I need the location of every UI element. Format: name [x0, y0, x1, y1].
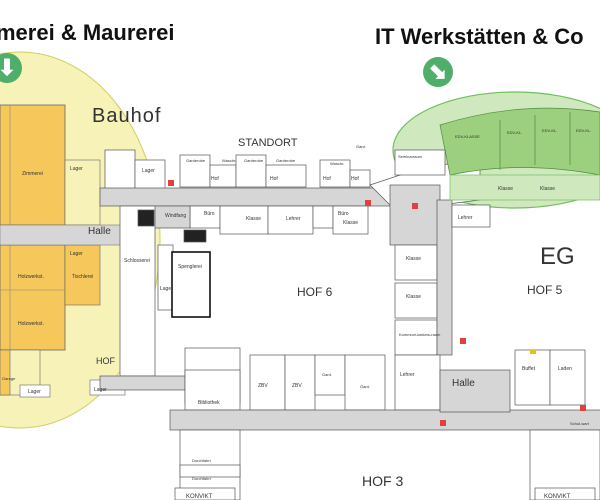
zone-hof: HOF	[96, 356, 116, 366]
room-zimmerei: Zimmerei	[22, 171, 43, 177]
room-edv4: EDV-KL.	[576, 128, 591, 133]
room-tischlerei: Tischlerei	[72, 274, 93, 280]
zone-labels: Bauhof STANDORT EG HOF 6 HOF 5 HOF 3 HOF…	[88, 105, 575, 489]
room-schlosserei: Schlosserei	[124, 258, 150, 264]
lower-building	[169, 347, 600, 500]
room-lager4: Lager	[94, 387, 107, 393]
zone-hof6: HOF 6	[297, 285, 333, 299]
room-konvikt2: KONVIKT	[544, 494, 571, 500]
room-edv2: EDV-KL.	[507, 130, 522, 135]
room-lehrer2: Lehrer	[458, 215, 473, 221]
room-buero1: Büro	[204, 211, 215, 217]
room-holzwerkst: Holzwerkst.	[18, 274, 44, 280]
room-buffet: Buffet	[522, 366, 536, 372]
room-hof-r3: Hof	[323, 176, 331, 182]
room-laden: Laden	[558, 366, 572, 372]
room-wasch1: Waschr.	[222, 158, 236, 163]
room-lager5: Lager	[142, 168, 155, 174]
right-wing	[369, 107, 600, 356]
room-schul: Schul-wart	[570, 421, 590, 426]
room-garderobe3: Garderobe	[276, 158, 296, 163]
room-garderobe1: Garderobe	[186, 158, 206, 163]
room-klasse6: Klasse	[406, 294, 421, 300]
room-gard3: Gard.	[360, 384, 370, 389]
zone-bauhof: Bauhof	[92, 105, 161, 127]
room-markers	[168, 180, 586, 426]
room-windfang: Windfang	[165, 213, 186, 219]
room-kommunikation: Kommuni-kations-raum	[399, 332, 441, 337]
heading-right: IT Werkstätten & Co	[375, 24, 584, 49]
room-edv1: EDV-KLASSE	[455, 134, 480, 139]
zone-eg: EG	[540, 243, 575, 270]
zone-halle-left: Halle	[88, 226, 111, 237]
room-hof-r1: Hof	[211, 176, 219, 182]
room-lager6: Lager	[160, 286, 173, 292]
central-building	[99, 149, 401, 391]
room-lager3: Lager	[28, 389, 41, 395]
left-workshop-block	[0, 104, 141, 398]
room-hof-r2: Hof	[270, 176, 278, 182]
room-lehrer1: Lehrer	[286, 216, 301, 222]
room-durchfahrt2: Durchfahrt	[192, 476, 212, 481]
room-wasch2: Waschr.	[330, 161, 344, 166]
arrow-down-icon-right: ⬊	[423, 57, 453, 87]
room-klasse5: Klasse	[406, 256, 421, 262]
zone-hof5: HOF 5	[527, 283, 563, 297]
room-klasse2: Klasse	[343, 220, 358, 226]
room-garage: Garage	[2, 376, 16, 381]
room-durchfahrt1: Durchfahrt	[192, 458, 212, 463]
room-klasse3: Klasse	[498, 186, 513, 192]
room-zbv2: ZBV	[292, 383, 302, 389]
room-hof-r4: Hof	[351, 176, 359, 182]
room-spenglerei: Spenglerei	[178, 264, 202, 270]
room-seminarraum: Seminarraum	[398, 154, 423, 159]
heading-left: merei & Maurerei	[0, 20, 175, 45]
arrow-down-icon-left: ⬇	[0, 53, 22, 83]
room-holzwerkst2: Holzwerkst.	[18, 321, 44, 327]
room-zbv1: ZBV	[258, 383, 268, 389]
zone-hof3: HOF 3	[362, 473, 403, 489]
room-lehrer3: Lehrer	[400, 372, 415, 378]
room-lager2: Lager	[70, 251, 83, 257]
room-bibliothek: Bibliothek	[198, 400, 220, 406]
room-klasse1: Klasse	[246, 216, 261, 222]
room-edv3: EDV-KL.	[542, 128, 557, 133]
zone-standort: STANDORT	[238, 137, 298, 149]
room-garderobe2: Garderobe	[244, 158, 264, 163]
room-gard2: Gard.	[322, 372, 332, 377]
room-konvikt1: KONVIKT	[186, 494, 213, 500]
zone-halle-right: Halle	[452, 378, 475, 389]
room-gard: Gard.	[356, 144, 366, 149]
room-labels: Zimmerei Holzwerkst. Holzwerkst. Tischle…	[2, 128, 591, 500]
room-buero2: Büro	[338, 211, 349, 217]
room-klasse4: Klasse	[540, 186, 555, 192]
room-lager1: Lager	[70, 166, 83, 172]
